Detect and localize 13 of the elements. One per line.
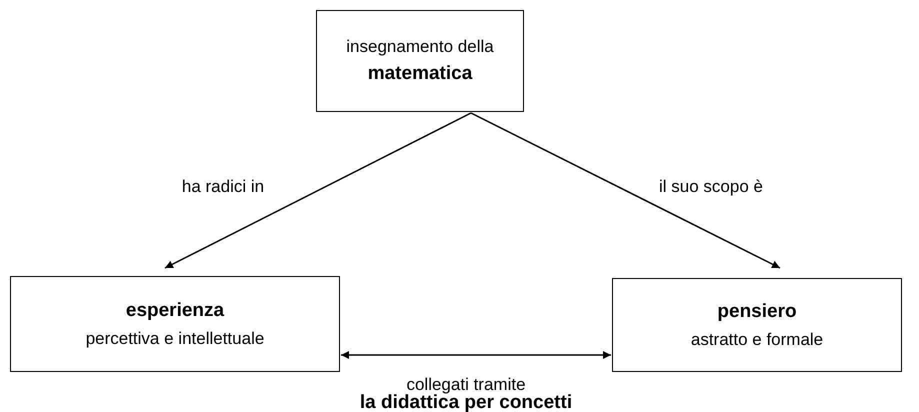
arrow	[341, 351, 611, 359]
node-text: astratto e formale	[690, 328, 824, 350]
node-heading: pensiero	[717, 300, 797, 324]
arrow	[164, 112, 472, 269]
node-heading: esperienza	[126, 299, 224, 323]
node-text: insegnamento della	[346, 36, 494, 58]
node-heading: matematica	[368, 62, 472, 86]
concept-box	[316, 10, 524, 112]
concept-box	[612, 278, 902, 372]
node-text: percettiva e intellettuale	[86, 328, 264, 350]
arrow	[470, 112, 780, 269]
concept-box	[10, 276, 340, 372]
caption-text: la didattica per concetti	[360, 392, 572, 412]
